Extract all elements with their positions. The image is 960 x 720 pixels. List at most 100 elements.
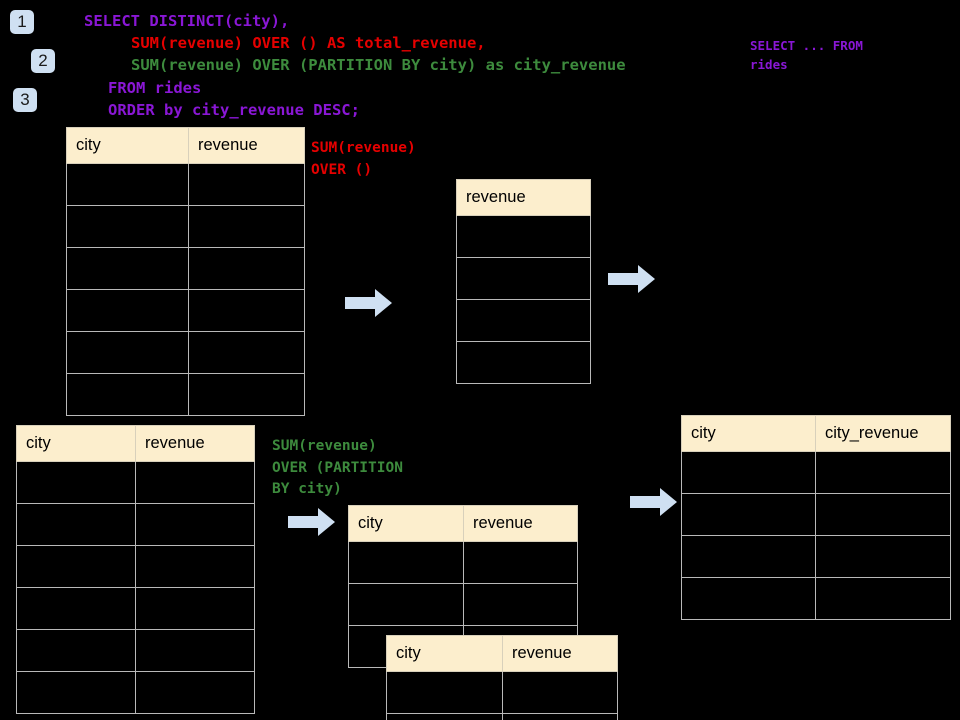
table-row	[66, 331, 305, 374]
cell	[16, 545, 136, 588]
cell	[16, 629, 136, 672]
table-header-row: revenue	[456, 179, 591, 216]
table-row	[456, 215, 591, 258]
column-header-revenue: revenue	[188, 127, 305, 164]
table-header-row: city revenue	[348, 505, 578, 542]
cell	[681, 493, 816, 536]
cell	[456, 215, 591, 258]
cell	[16, 671, 136, 714]
table-row	[348, 583, 578, 626]
cell	[188, 247, 305, 290]
annotation-select-from-rides: SELECT ... FROM rides	[750, 38, 863, 72]
cell	[681, 451, 816, 494]
cell	[386, 713, 503, 720]
sql-line-total-revenue: SUM(revenue) OVER () AS total_revenue,	[131, 34, 486, 52]
table-row	[681, 577, 951, 620]
cell	[681, 535, 816, 578]
cell	[456, 299, 591, 342]
column-header-revenue: revenue	[456, 179, 591, 216]
table-row	[348, 541, 578, 584]
table-row	[16, 503, 255, 546]
cell	[66, 289, 189, 332]
cell	[815, 535, 951, 578]
cell	[135, 461, 255, 504]
table-row	[66, 289, 305, 332]
cell	[456, 341, 591, 384]
cell	[66, 163, 189, 206]
arrow-source-to-partition-icon	[288, 508, 335, 536]
cell	[135, 671, 255, 714]
step-badge-1: 1	[10, 10, 34, 34]
cell	[681, 577, 816, 620]
column-header-city: city	[16, 425, 136, 462]
cell	[16, 587, 136, 630]
column-header-city-revenue: city_revenue	[815, 415, 951, 452]
table-row	[386, 671, 618, 714]
cell	[135, 503, 255, 546]
cell	[188, 373, 305, 416]
column-header-city: city	[681, 415, 816, 452]
cell	[386, 671, 503, 714]
cell	[66, 373, 189, 416]
source-table-bottom: city revenue	[16, 425, 255, 714]
cell	[348, 583, 464, 626]
table-row	[16, 587, 255, 630]
sql-line-select: SELECT DISTINCT(city),	[84, 12, 290, 30]
cell	[16, 461, 136, 504]
table-header-row: city city_revenue	[681, 415, 951, 452]
cell	[188, 205, 305, 248]
arrow-partition-to-result-icon	[630, 488, 677, 516]
step-badge-3: 3	[13, 88, 37, 112]
table-row	[66, 163, 305, 206]
cell	[463, 583, 578, 626]
column-header-revenue: revenue	[135, 425, 255, 462]
cell	[502, 713, 618, 720]
table-row	[386, 713, 618, 720]
column-header-city: city	[386, 635, 503, 672]
table-row	[456, 257, 591, 300]
column-header-city: city	[66, 127, 189, 164]
source-table-top: city revenue	[66, 127, 305, 416]
table-row	[66, 205, 305, 248]
column-header-revenue: revenue	[502, 635, 618, 672]
cell	[348, 541, 464, 584]
table-row	[681, 451, 951, 494]
cell	[66, 205, 189, 248]
total-revenue-table: revenue	[456, 179, 591, 384]
table-row	[681, 493, 951, 536]
table-row	[456, 341, 591, 384]
table-row	[16, 629, 255, 672]
arrow-total-to-result-icon	[608, 265, 655, 293]
result-table: city city_revenue	[681, 415, 951, 620]
cell	[188, 289, 305, 332]
cell	[502, 671, 618, 714]
table-row	[66, 373, 305, 416]
cell	[135, 545, 255, 588]
step-badge-2: 2	[31, 49, 55, 73]
table-row	[16, 671, 255, 714]
table-row	[16, 461, 255, 504]
sql-line-from: FROM rides	[108, 79, 202, 97]
table-header-row: city revenue	[16, 425, 255, 462]
sql-line-city-revenue: SUM(revenue) OVER (PARTITION BY city) as…	[131, 56, 626, 74]
table-header-row: city revenue	[386, 635, 618, 672]
cell	[66, 331, 189, 374]
cell	[456, 257, 591, 300]
table-row	[66, 247, 305, 290]
cell	[815, 577, 951, 620]
cell	[188, 331, 305, 374]
column-header-city: city	[348, 505, 464, 542]
annotation-sum-over-partition: SUM(revenue) OVER (PARTITION BY city)	[272, 438, 403, 497]
table-row	[456, 299, 591, 342]
sql-line-order-by: ORDER by city_revenue DESC;	[108, 101, 360, 119]
partition-table-b: city revenue	[386, 635, 618, 720]
cell	[135, 629, 255, 672]
cell	[188, 163, 305, 206]
table-row	[16, 545, 255, 588]
cell	[463, 541, 578, 584]
cell	[66, 247, 189, 290]
cell	[135, 587, 255, 630]
cell	[815, 493, 951, 536]
cell	[815, 451, 951, 494]
table-header-row: city revenue	[66, 127, 305, 164]
